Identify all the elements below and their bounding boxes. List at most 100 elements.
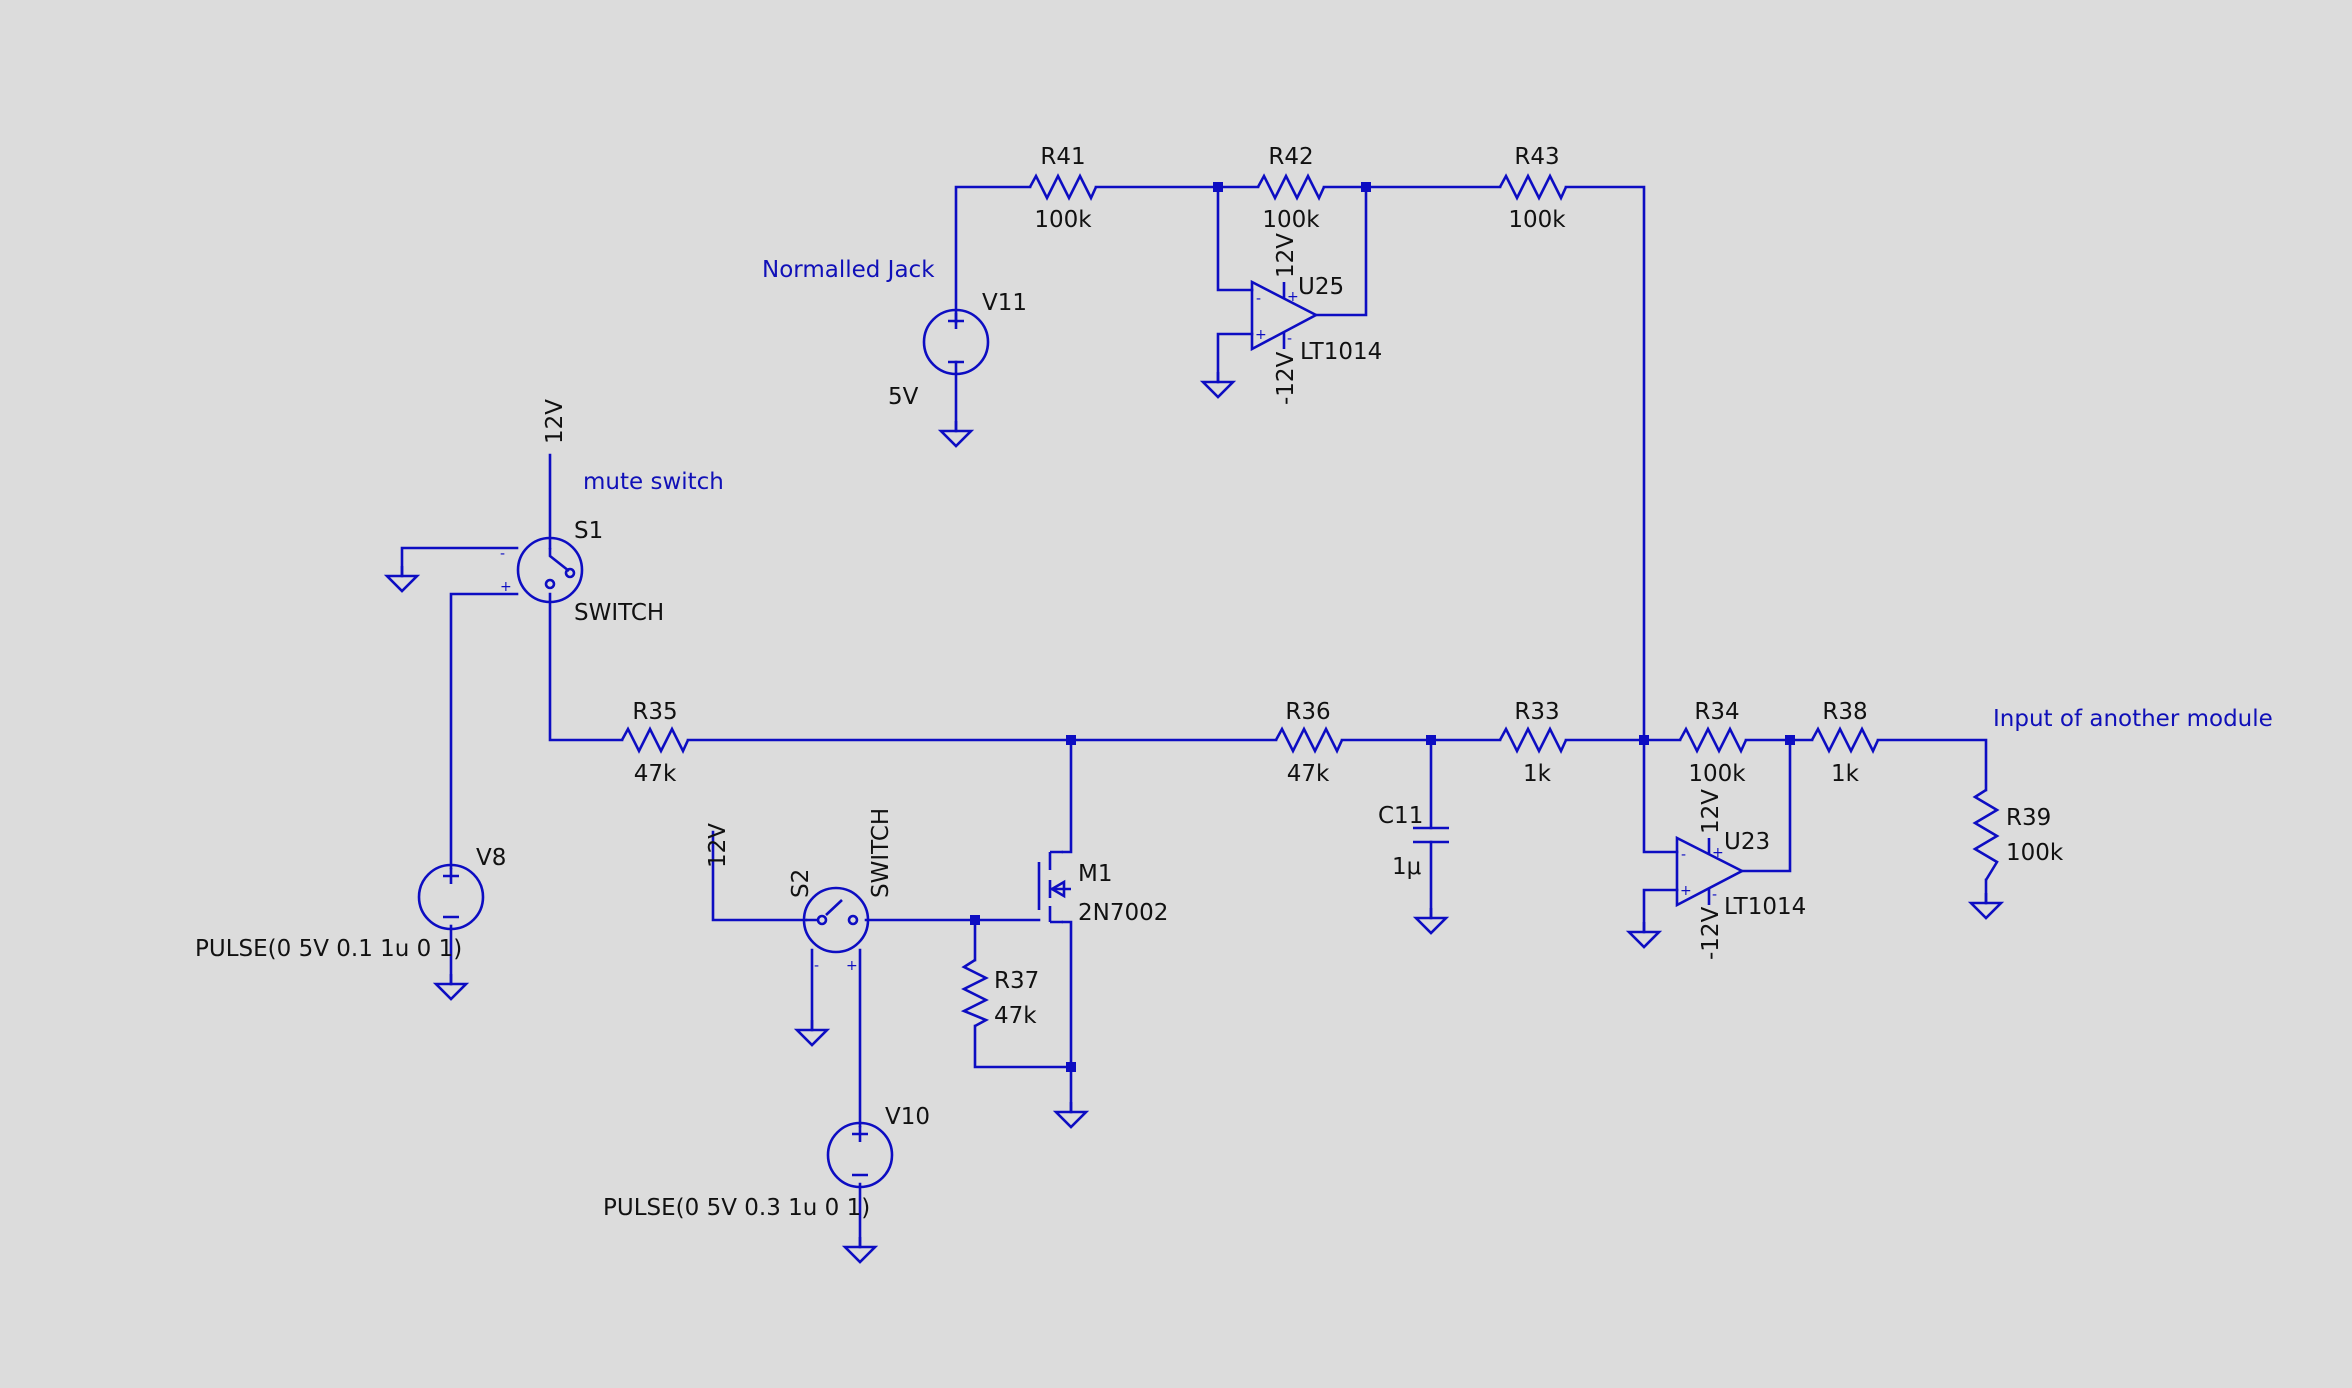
voltage-source-v8[interactable]: V8 PULSE(0 5V 0.1 1u 0 1) bbox=[195, 845, 506, 962]
resistor-name: R33 bbox=[1514, 699, 1559, 725]
plus-sign: + bbox=[1255, 327, 1267, 343]
plus-sign: + bbox=[846, 958, 858, 974]
minus-sign: - bbox=[814, 958, 819, 974]
resistor-r34[interactable]: R34 100k bbox=[1678, 699, 1748, 787]
junction-dot bbox=[1066, 1062, 1076, 1072]
resistor-value: 100k bbox=[1262, 207, 1320, 233]
ground-symbol bbox=[1201, 370, 1235, 399]
junction-dot bbox=[1785, 735, 1795, 745]
supply-positive-label: 12V bbox=[1273, 233, 1299, 278]
source-name: V11 bbox=[982, 290, 1027, 316]
capacitor-value: 1μ bbox=[1392, 854, 1422, 880]
voltage-source-v11[interactable]: V11 5V bbox=[888, 290, 1027, 410]
ground-symbol bbox=[795, 1018, 829, 1047]
minus-sign: - bbox=[1712, 887, 1717, 903]
resistor-name: R41 bbox=[1040, 144, 1085, 170]
minus-sign: - bbox=[1681, 847, 1686, 863]
capacitor-c11[interactable]: C11 1μ bbox=[1378, 803, 1449, 880]
ground-symbol bbox=[1627, 920, 1661, 949]
resistor-r41[interactable]: R41 100k bbox=[1028, 144, 1098, 233]
ground-symbol bbox=[939, 419, 973, 448]
mosfet-name: M1 bbox=[1078, 861, 1112, 887]
minus-sign: - bbox=[1256, 291, 1261, 307]
resistor-name: R39 bbox=[2006, 805, 2051, 831]
net-label-output: Input of another module bbox=[1993, 706, 2273, 732]
wires bbox=[400, 185, 1988, 1249]
plus-sign: + bbox=[1680, 883, 1692, 899]
resistor-r36[interactable]: R36 47k bbox=[1274, 699, 1344, 787]
source-value: PULSE(0 5V 0.1 1u 0 1) bbox=[195, 936, 462, 962]
resistor-value: 100k bbox=[2006, 840, 2064, 866]
resistor-name: R34 bbox=[1694, 699, 1739, 725]
minus-sign: - bbox=[1287, 331, 1292, 347]
plus-sign: + bbox=[1287, 289, 1299, 305]
supply-label: 12V bbox=[705, 823, 731, 868]
ground-symbol bbox=[434, 972, 468, 1001]
resistor-r37[interactable]: R37 47k bbox=[960, 958, 1039, 1029]
resistor-value: 100k bbox=[1034, 207, 1092, 233]
supply-label: 12V bbox=[542, 399, 568, 444]
switch-name: S2 bbox=[788, 869, 814, 898]
resistor-r33[interactable]: R33 1k bbox=[1498, 699, 1568, 787]
supply-positive-label: 12V bbox=[1698, 789, 1724, 834]
opamp-model: LT1014 bbox=[1724, 894, 1806, 920]
voltage-source-v10[interactable]: V10 PULSE(0 5V 0.3 1u 0 1) bbox=[603, 1104, 930, 1221]
junction-dot bbox=[970, 915, 980, 925]
ground-symbol bbox=[1969, 891, 2003, 920]
capacitor-name: C11 bbox=[1378, 803, 1423, 829]
switch-s2[interactable]: - + S2 SWITCH 12V bbox=[705, 808, 894, 974]
ground-symbols bbox=[385, 370, 2003, 1264]
ground-symbol bbox=[1414, 906, 1448, 935]
switch-model: SWITCH bbox=[574, 600, 664, 626]
resistor-r39[interactable]: R39 100k bbox=[1972, 788, 2064, 881]
switch-model: SWITCH bbox=[868, 808, 894, 898]
resistor-value: 100k bbox=[1508, 207, 1566, 233]
resistor-r38[interactable]: R38 1k bbox=[1810, 699, 1880, 787]
mosfet-m1[interactable]: M1 2N7002 bbox=[1037, 850, 1168, 926]
junction-dots bbox=[970, 182, 1795, 1072]
resistor-name: R37 bbox=[994, 968, 1039, 994]
supply-negative-label: -12V bbox=[1273, 351, 1299, 405]
resistor-name: R36 bbox=[1285, 699, 1330, 725]
source-value: 5V bbox=[888, 384, 919, 410]
resistor-value: 47k bbox=[994, 1003, 1037, 1029]
switch-name: S1 bbox=[574, 518, 603, 544]
mosfet-model: 2N7002 bbox=[1078, 900, 1168, 926]
supply-negative-label: -12V bbox=[1698, 906, 1724, 960]
resistor-r43[interactable]: R43 100k bbox=[1498, 144, 1568, 233]
opamp-name: U23 bbox=[1724, 829, 1770, 855]
net-label-normalled-jack: Normalled Jack bbox=[762, 257, 935, 283]
ground-symbol bbox=[1054, 1100, 1088, 1129]
resistor-value: 1k bbox=[1831, 761, 1860, 787]
junction-dot bbox=[1639, 735, 1649, 745]
source-value: PULSE(0 5V 0.3 1u 0 1) bbox=[603, 1195, 870, 1221]
junction-dot bbox=[1213, 182, 1223, 192]
resistor-r35[interactable]: R35 47k bbox=[620, 699, 690, 787]
junction-dot bbox=[1426, 735, 1436, 745]
net-label-mute-switch: mute switch bbox=[583, 469, 724, 495]
switch-s1[interactable]: - + S1 SWITCH 12V bbox=[500, 399, 664, 626]
source-name: V8 bbox=[476, 845, 506, 871]
plus-sign: + bbox=[500, 579, 512, 595]
minus-sign: - bbox=[500, 546, 505, 562]
resistor-name: R35 bbox=[632, 699, 677, 725]
opamp-u25[interactable]: - + + - U25 LT1014 12V -12V bbox=[1250, 233, 1382, 405]
opamp-model: LT1014 bbox=[1300, 339, 1382, 365]
source-name: V10 bbox=[885, 1104, 930, 1130]
resistor-name: R42 bbox=[1268, 144, 1313, 170]
resistor-value: 47k bbox=[634, 761, 677, 787]
resistor-value: 47k bbox=[1287, 761, 1330, 787]
junction-dot bbox=[1066, 735, 1076, 745]
resistor-r42[interactable]: R42 100k bbox=[1256, 144, 1326, 233]
ground-symbol bbox=[843, 1235, 877, 1264]
junction-dot bbox=[1361, 182, 1371, 192]
opamp-name: U25 bbox=[1298, 274, 1344, 300]
resistor-value: 100k bbox=[1688, 761, 1746, 787]
plus-sign: + bbox=[1712, 845, 1724, 861]
resistor-name: R43 bbox=[1514, 144, 1559, 170]
resistor-name: R38 bbox=[1822, 699, 1867, 725]
opamp-u23[interactable]: - + + - U23 LT1014 12V -12V bbox=[1675, 789, 1806, 960]
resistor-value: 1k bbox=[1523, 761, 1552, 787]
ground-symbol bbox=[385, 564, 419, 593]
